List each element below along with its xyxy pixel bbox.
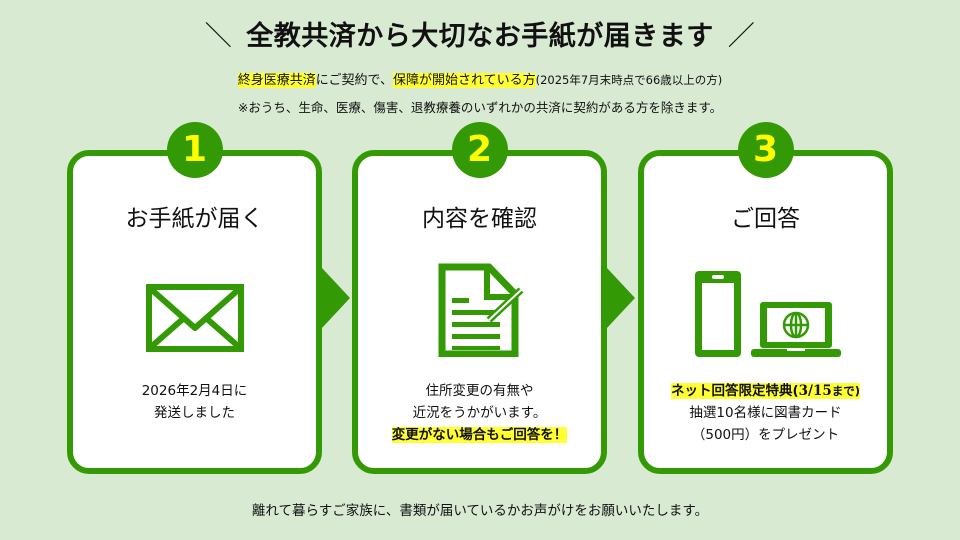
step-desc-line: （500円）をプレゼント — [691, 427, 840, 443]
exclusion-note: ※おうち、生命、医療、傷害、退教療養のいずれかの共済に契約がある方を除きます。 — [237, 100, 723, 115]
smartphone-laptop-icon — [692, 268, 842, 364]
step-desc-line: 2026年2月4日に — [141, 383, 248, 399]
eligibility-age-note: (2025年7月末時点で66歳以上の方) — [535, 73, 723, 87]
bonus-deadline-suffix: まで) — [831, 384, 861, 398]
step-title: 内容を確認 — [422, 206, 537, 232]
step-description: 住所変更の有無や 近況をうかがいます。 変更がない場合もご回答を！ — [358, 380, 601, 446]
step-description: 2026年2月4日に 発送しました — [73, 380, 316, 424]
step-title: お手紙が届く — [125, 206, 264, 232]
envelope-icon — [145, 284, 244, 356]
bonus-label: ネット回答限定特典( — [670, 383, 799, 399]
step-card-3: 3 ご回答 ネット回答限定特典(3/15まで) 抽選10名様に図書カード （50… — [638, 122, 893, 474]
step-title: ご回答 — [731, 206, 800, 232]
arrow-right-icon — [607, 268, 635, 328]
step-highlight-note: 変更がない場合もご回答を！ — [391, 427, 568, 443]
document-pen-icon — [437, 262, 527, 361]
step-number-badge: 3 — [737, 122, 794, 178]
footer-note: 離れて暮らすご家族に、書類が届いているかお声がけをお願いいたします。 — [251, 503, 709, 519]
slash-right-decoration: ／ — [727, 21, 756, 52]
step-desc-line: 発送しました — [154, 405, 235, 421]
step-description: ネット回答限定特典(3/15まで) 抽選10名様に図書カード （500円）をプレ… — [644, 380, 887, 446]
eligibility-highlight-coverage: 保障が開始されている方 — [392, 73, 536, 88]
eligibility-line: 終身医療共済にご契約で、保障が開始されている方(2025年7月末時点で66歳以上… — [0, 69, 960, 88]
bonus-deadline: 3/15 — [798, 383, 832, 399]
eligibility-highlight-plan: 終身医療共済 — [237, 73, 316, 88]
page-title: ＼ 全教共済から大切なお手紙が届きます ／ — [0, 14, 960, 53]
step-desc-line: 住所変更の有無や — [425, 383, 534, 399]
eligibility-text: にご契約で、 — [315, 73, 393, 88]
arrow-right-icon — [322, 268, 350, 328]
step-card-2: 2 内容を確認 住所変更の有無や 近況をうかがいます。 変更がない場合もご回答を… — [352, 122, 607, 474]
slash-left-decoration: ＼ — [204, 21, 233, 52]
step-number-badge: 1 — [166, 122, 223, 178]
step-number-badge: 2 — [451, 122, 508, 178]
title-text: 全教共済から大切なお手紙が届きます — [246, 21, 714, 52]
step-desc-line: 抽選10名様に図書カード — [689, 405, 842, 421]
step-desc-line: 近況をうかがいます。 — [412, 405, 547, 421]
step-card-1: 1 お手紙が届く 2026年2月4日に 発送しました — [67, 122, 322, 474]
step-highlight-note: ネット回答限定特典(3/15まで) — [670, 383, 861, 399]
